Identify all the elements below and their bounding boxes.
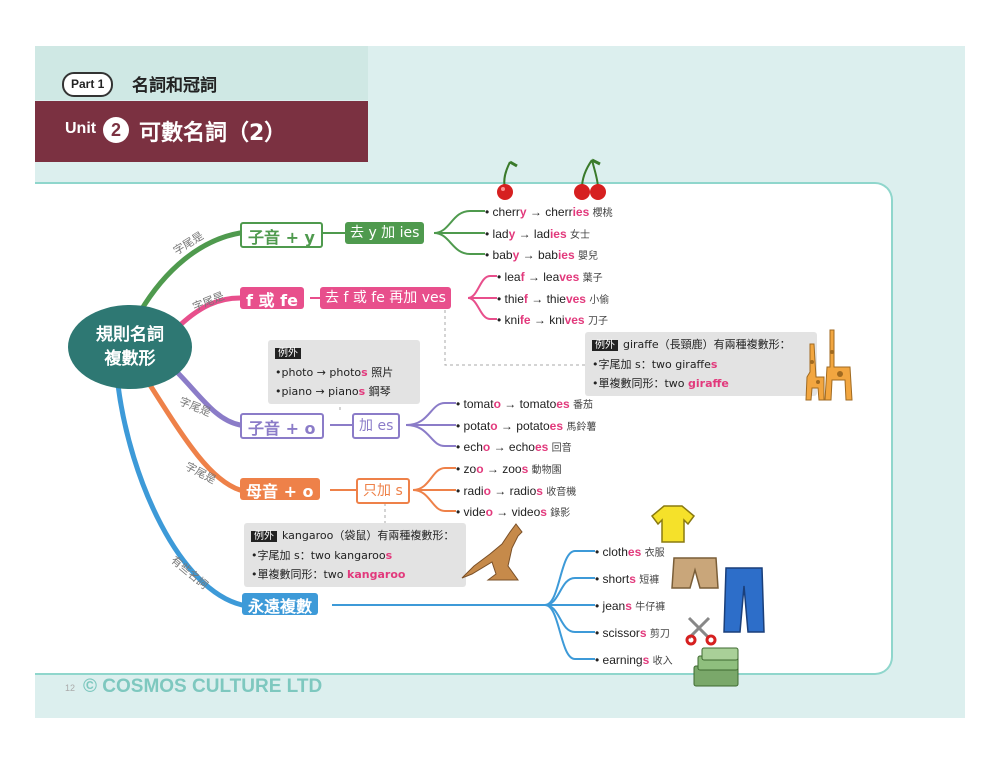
list-item: • knife → knives 刀子 [497,313,608,327]
unit-label: Unit [65,120,97,137]
rule-consonant-y: 去 y 加 ies [345,222,425,244]
list-item: • earnings 收入 [595,653,673,667]
cherries-icon [574,158,606,200]
list-item: • video → videos 錄影 [456,505,571,519]
unit-number-badge: 2 [103,117,129,143]
node-f-fe: f 或 fe [240,287,304,310]
list-item: • baby → babies 嬰兒 [485,248,598,262]
exception-tag: 例外 [251,531,277,542]
node-consonant-o: 子音 + o [240,413,324,439]
rule-vowel-o: 只加 s [356,478,410,504]
node-always-plural: 永遠複數 [242,593,319,616]
scissors-icon [685,616,717,646]
giraffe-icon [805,329,853,401]
money-icon [693,647,739,687]
list-item: • radio → radios 收音機 [456,484,577,498]
list-item: • zoo → zoos 動物園 [456,462,562,476]
list-item: • potato → potatoes 馬鈴薯 [456,419,597,433]
center-node-line1: 規則名詞 [96,325,164,345]
part-pill: Part 1 [62,72,114,97]
exception-tag: 例外 [275,348,301,359]
center-node: 規則名詞 複數形 [68,305,192,389]
cherry-icon [497,160,518,200]
part-title: 名詞和冠詞 [132,76,217,96]
exception-tag: 例外 [592,340,618,351]
list-item: • echo → echoes 回音 [456,440,572,454]
copyright-footer: © COSMOS CULTURE LTD [83,676,323,697]
list-item: • leaf → leaves 葉子 [497,270,603,284]
list-item: • lady → ladies 女士 [485,227,590,241]
list-item: • cherry → cherries 櫻桃 [485,205,613,219]
node-vowel-o: 母音 + o [240,478,320,501]
unit-title: 可數名詞（2） [139,121,287,146]
rule-f-fe: 去 f 或 fe 再加 ves [320,287,451,309]
list-item: • thief → thieves 小偷 [497,292,610,306]
list-item: • jeans 牛仔褲 [595,599,666,613]
unit-band [35,101,368,162]
list-item: • clothes 衣服 [595,545,665,559]
list-item: • shorts 短褲 [595,572,660,586]
exception-box-photo-piano: 例外 •photo → photos 照片 •piano → pianos 鋼琴 [268,340,420,404]
shirt-icon [650,505,696,543]
rule-consonant-o: 加 es [352,413,401,439]
list-item: • scissors 剪刀 [595,626,670,640]
node-consonant-y: 子音 + y [240,222,323,248]
kangaroo-icon [461,523,523,581]
page-number: 12 [65,683,76,693]
center-node-line2: 複數形 [104,349,156,369]
jeans-icon [723,567,765,633]
shorts-icon [671,557,719,589]
list-item: • tomato → tomatoes 番茄 [456,397,593,411]
